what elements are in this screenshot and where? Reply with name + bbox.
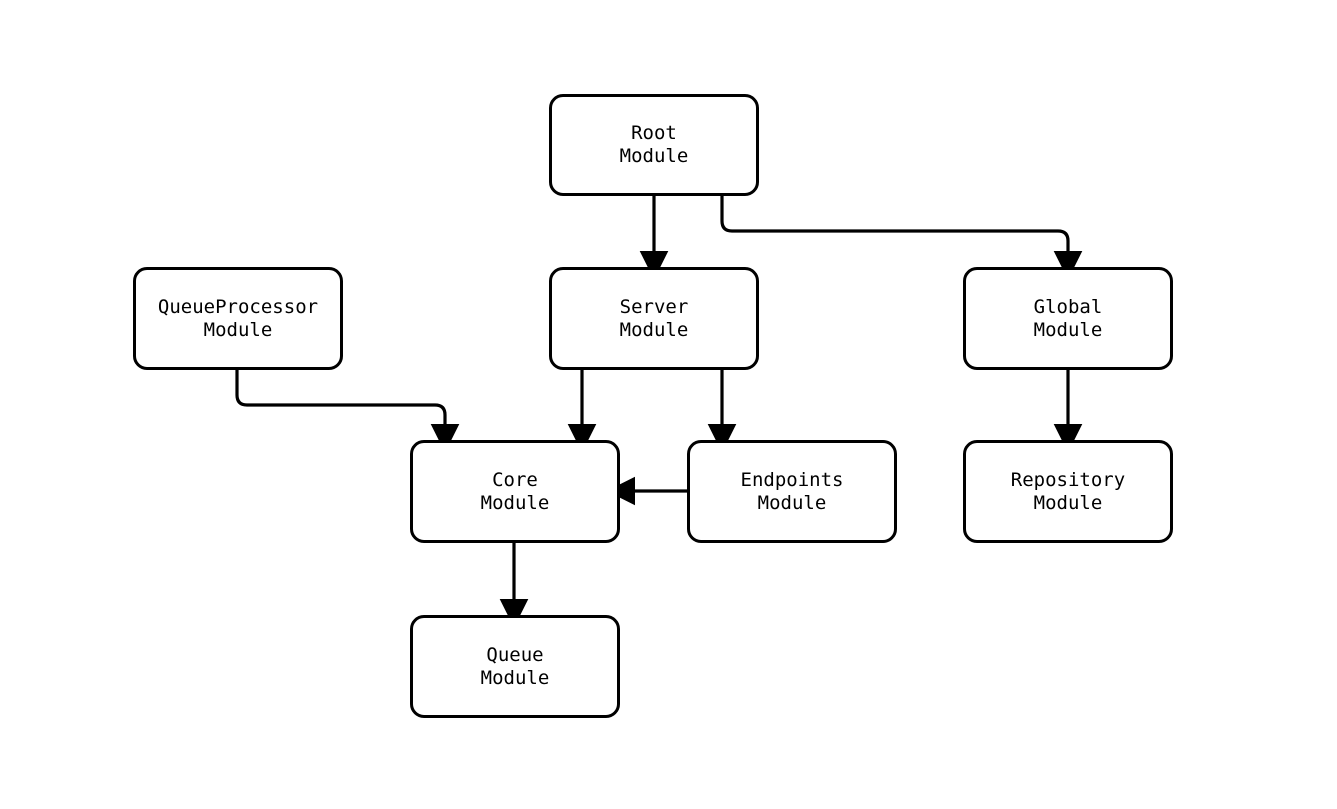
node-endpoints[interactable]: Endpoints Module xyxy=(687,440,897,543)
node-queueprocessor-label: QueueProcessor Module xyxy=(157,295,319,341)
node-endpoints-label: Endpoints Module xyxy=(740,468,844,514)
edge-root-global xyxy=(720,196,1083,280)
node-repository[interactable]: Repository Module xyxy=(963,440,1173,543)
node-core-label: Core Module xyxy=(480,468,550,514)
node-queueprocessor[interactable]: QueueProcessor Module xyxy=(133,267,343,370)
node-root[interactable]: Root Module xyxy=(549,94,759,196)
node-queue[interactable]: Queue Module xyxy=(410,615,620,718)
node-server[interactable]: Server Module xyxy=(549,267,759,370)
node-repository-label: Repository Module xyxy=(1010,468,1126,514)
edge-queueprocessor-core xyxy=(235,370,460,453)
node-core[interactable]: Core Module xyxy=(410,440,620,543)
node-server-label: Server Module xyxy=(619,295,689,341)
node-root-label: Root Module xyxy=(619,122,689,167)
node-global[interactable]: Global Module xyxy=(963,267,1173,370)
node-queue-label: Queue Module xyxy=(480,643,550,689)
node-global-label: Global Module xyxy=(1033,295,1103,341)
